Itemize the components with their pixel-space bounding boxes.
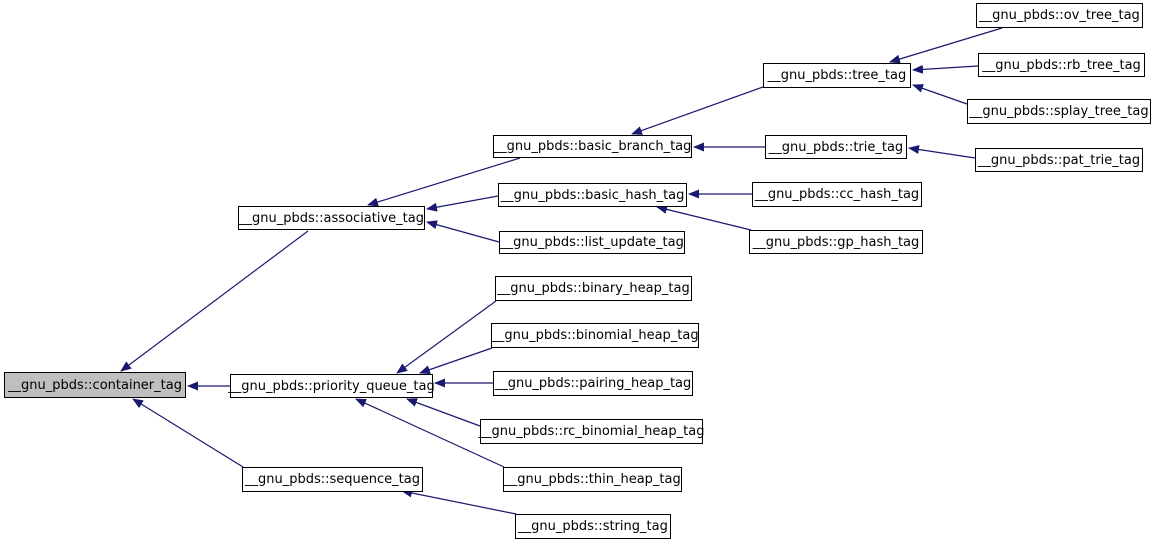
inheritance-arrow-tree_tag-to-basic_branch_tag — [631, 86, 764, 135]
class-node-tree_tag[interactable]: __gnu_pbds::tree_tag — [763, 63, 911, 88]
inheritance-arrow-basic_branch_tag-to-associative_tag — [367, 157, 521, 207]
inheritance-arrow-sequence_tag-to-container_tag — [132, 398, 244, 468]
class-node-container_tag: __gnu_pbds::container_tag — [4, 372, 186, 398]
class-node-thin_heap_tag[interactable]: __gnu_pbds::thin_heap_tag — [503, 467, 682, 492]
class-node-string_tag[interactable]: __gnu_pbds::string_tag — [515, 514, 671, 539]
inheritance-arrow-binomial_heap_tag-to-priority_queue_tag — [419, 347, 493, 374]
inheritance-arrow-basic_hash_tag-to-associative_tag — [426, 195, 499, 212]
class-node-pat_trie_tag[interactable]: __gnu_pbds::pat_trie_tag — [975, 148, 1143, 172]
class-node-ov_tree_tag[interactable]: __gnu_pbds::ov_tree_tag — [976, 3, 1143, 28]
inheritance-arrow-binary_heap_tag-to-priority_queue_tag — [396, 300, 497, 374]
inheritance-arrow-string_tag-to-sequence_tag — [401, 488, 517, 515]
class-node-cc_hash_tag[interactable]: __gnu_pbds::cc_hash_tag — [752, 182, 922, 207]
class-node-gp_hash_tag[interactable]: __gnu_pbds::gp_hash_tag — [749, 230, 923, 254]
inheritance-arrow-rb_tree_tag-to-tree_tag — [912, 64, 979, 74]
class-node-trie_tag[interactable]: __gnu_pbds::trie_tag — [765, 135, 907, 159]
class-node-sequence_tag[interactable]: __gnu_pbds::sequence_tag — [242, 467, 423, 492]
inheritance-arrow-gp_hash_tag-to-basic_hash_tag — [656, 205, 752, 231]
class-node-pairing_heap_tag[interactable]: __gnu_pbds::pairing_heap_tag — [493, 371, 693, 396]
class-node-priority_queue_tag[interactable]: __gnu_pbds::priority_queue_tag — [228, 374, 435, 398]
class-node-binomial_heap_tag[interactable]: __gnu_pbds::binomial_heap_tag — [491, 323, 699, 348]
class-node-list_update_tag[interactable]: __gnu_pbds::list_update_tag — [499, 231, 685, 254]
inheritance-arrow-ov_tree_tag-to-tree_tag — [889, 27, 1003, 64]
inheritance-edges — [120, 27, 1003, 515]
class-node-basic_branch_tag[interactable]: __gnu_pbds::basic_branch_tag — [493, 135, 692, 158]
inheritance-arrow-list_update_tag-to-associative_tag — [426, 220, 500, 243]
inheritance-arrow-pat_trie_tag-to-trie_tag — [908, 145, 976, 159]
class-node-binary_heap_tag[interactable]: __gnu_pbds::binary_heap_tag — [495, 276, 692, 301]
class-node-rc_binomial_heap_tag[interactable]: __gnu_pbds::rc_binomial_heap_tag — [479, 419, 704, 444]
inheritance-arrow-rc_binomial_heap_tag-to-priority_queue_tag — [406, 398, 481, 427]
inheritance-arrow-splay_tree_tag-to-tree_tag — [912, 84, 968, 105]
class-node-associative_tag[interactable]: __gnu_pbds::associative_tag — [238, 206, 425, 230]
inheritance-arrow-associative_tag-to-container_tag — [120, 230, 309, 372]
class-node-rb_tree_tag[interactable]: __gnu_pbds::rb_tree_tag — [978, 53, 1145, 77]
class-node-splay_tree_tag[interactable]: __gnu_pbds::splay_tree_tag — [967, 99, 1151, 124]
inheritance-arrow-thin_heap_tag-to-priority_queue_tag — [355, 398, 505, 468]
class-node-basic_hash_tag[interactable]: __gnu_pbds::basic_hash_tag — [498, 183, 687, 207]
